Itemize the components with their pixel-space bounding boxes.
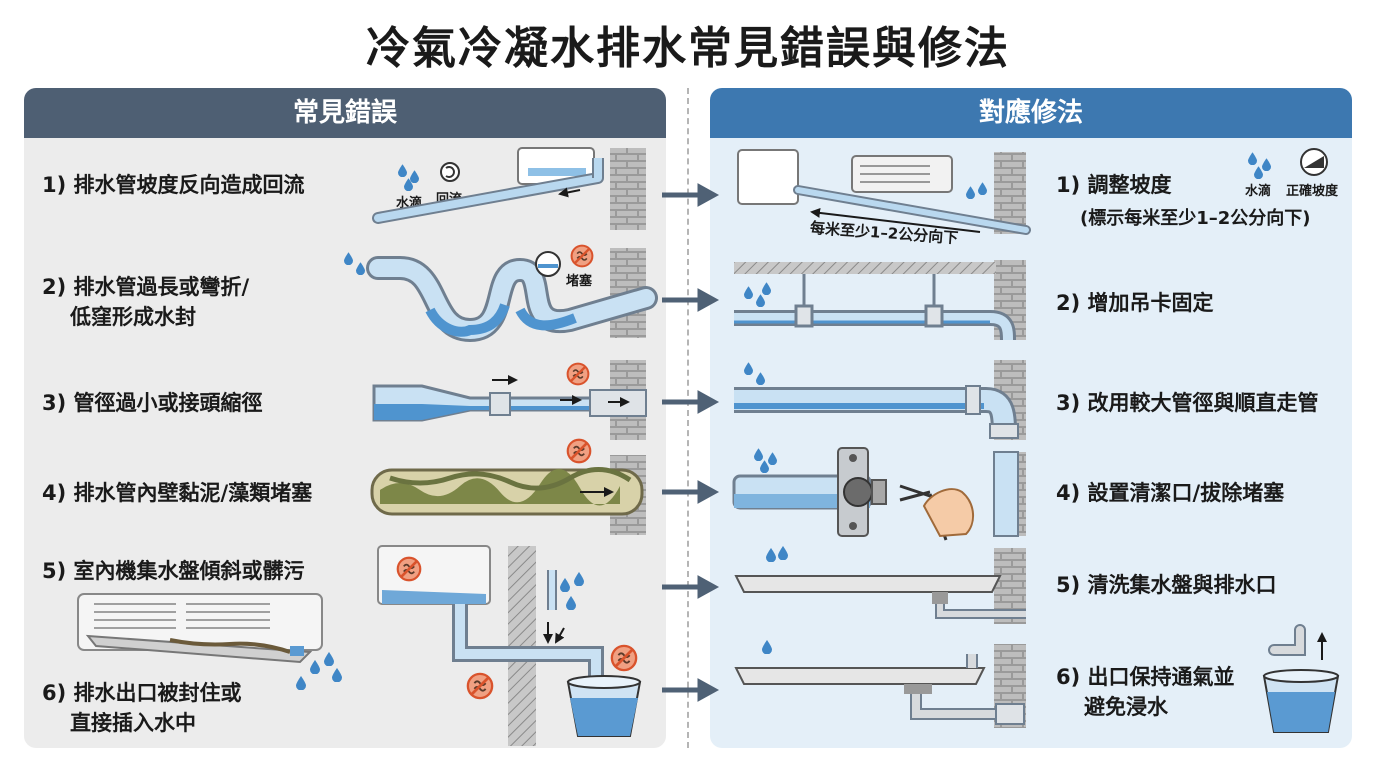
fix-1-label: 1) 調整坡度	[1056, 173, 1172, 197]
mistake-5-label: 5) 室內機集水盤傾斜或髒污	[42, 559, 305, 583]
fix-6-label-line1: 6) 出口保持通氣並	[1056, 665, 1235, 689]
fix-5-label: 5) 清洗集水盤與排水口	[1056, 573, 1277, 597]
mistake-6-label-line1: 6) 排水出口被封住或	[42, 681, 242, 705]
mistake-2-label-line1: 2) 排水管過長或彎折/	[42, 275, 250, 299]
fix-3-label: 3) 改用較大管徑與順直走管	[1056, 391, 1319, 415]
page-title: 冷氣冷凝水排水常見錯誤與修法	[366, 23, 1010, 74]
mistake-3-label: 3) 管徑過小或接頭縮徑	[42, 391, 263, 415]
fix-6-label-line2: 避免浸水	[1084, 695, 1168, 719]
fix-1-sublabel: (標示每米至少1–2公分向下)	[1080, 208, 1311, 229]
fixes-header: 對應修法	[710, 88, 1352, 138]
mistake-1-water-tag: 水滴	[396, 196, 423, 211]
fix-4-label: 4) 設置清潔口/拔除堵塞	[1056, 481, 1285, 505]
mistake-1-label: 1) 排水管坡度反向造成回流	[42, 173, 305, 197]
mistakes-header: 常見錯誤	[24, 88, 666, 138]
fix-1-water-tag: 水滴	[1245, 184, 1272, 199]
mistake-4-label: 4) 排水管內壁黏泥/藻類堵塞	[42, 481, 313, 505]
mistake-1-backflow-tag: 回流	[436, 192, 463, 207]
center-divider	[687, 88, 689, 748]
mistake-2-clog-tag: 堵塞	[566, 274, 593, 289]
mistake-2-label-line2: 低窪形成水封	[70, 305, 196, 329]
mistake-6-label-line2: 直接插入水中	[70, 711, 196, 735]
fix-1-slope-tag: 正確坡度	[1286, 184, 1339, 199]
fix-2-label: 2) 增加吊卡固定	[1056, 291, 1214, 315]
